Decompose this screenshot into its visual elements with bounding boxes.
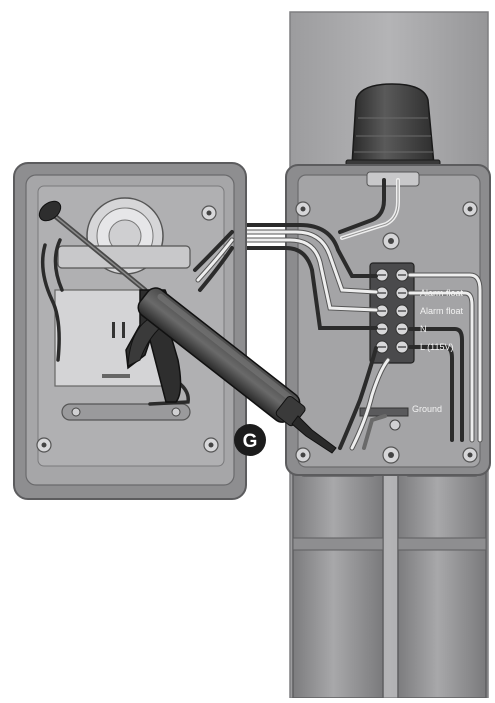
alarm-beacon-icon (345, 83, 441, 171)
caulk-gun-icon (38, 200, 337, 454)
label-line: L (115V) (420, 342, 454, 352)
callout-letter: G (243, 431, 258, 452)
conduit-right (397, 441, 487, 699)
label-alarm-float-2: Alarm float (420, 306, 464, 316)
conduit-left (292, 441, 384, 699)
label-alarm-float-1: Alarm float (420, 288, 464, 298)
terminal-block-icon (369, 262, 415, 364)
callout-g: G (234, 424, 266, 456)
terminal-labels: Alarm float Alarm float N L (115V) Groun… (412, 288, 464, 414)
label-neutral: N (420, 324, 427, 334)
enclosure-wiring (40, 230, 235, 406)
box-screw-holes (295, 201, 478, 464)
label-ground: Ground (412, 404, 442, 414)
box-wiring (227, 178, 483, 451)
